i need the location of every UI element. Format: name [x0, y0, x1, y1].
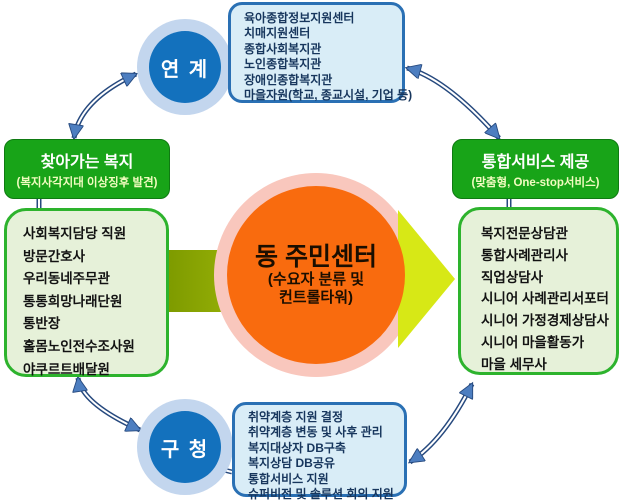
- list-item: 복지상담 DB공유: [248, 456, 335, 471]
- arrow-bottom-to-right: [410, 384, 475, 465]
- district-office-circle-label: 구 청: [160, 438, 210, 461]
- list-item: 홀몸노인전수조사원: [23, 338, 135, 354]
- community-center-title: 동 주민센터: [255, 243, 377, 271]
- list-item: 취약계층 변동 및 사후 관리: [248, 425, 383, 440]
- list-item: 통합사례관리사: [481, 247, 568, 263]
- list-item: 마을자원(학교, 종교시설, 기업 등): [244, 88, 413, 103]
- list-item: 방문간호사: [23, 248, 86, 264]
- list-item: 노인종합복지관: [244, 57, 322, 72]
- integrated-service-title: 통합서비스 제공: [481, 154, 590, 171]
- arrow-top-to-right: [407, 68, 501, 138]
- outreach-welfare-subtitle: (복지사각지대 이상징후 발견): [16, 177, 158, 189]
- linkage-circle: 연 계: [149, 31, 221, 103]
- list-item: 사회복지담당 직원: [23, 226, 127, 241]
- list-item: 종합사회복지관: [244, 41, 322, 56]
- list-item: 육아종합정보지원센터: [244, 11, 355, 25]
- community-center-circle: 동 주민센터 (수요자 분류 및 컨트롤타워): [227, 186, 405, 364]
- list-item: 장애인종합복지관: [244, 72, 333, 87]
- list-item: 취약계층 지원 결정: [248, 410, 343, 424]
- list-item: 통반장: [23, 316, 61, 332]
- list-item: 슈퍼비전 및 솔루션 회의 지원: [248, 487, 394, 502]
- list-item: 야쿠르트배달원: [23, 361, 110, 377]
- arrow-left-to-top: [74, 71, 136, 138]
- outreach-welfare-title: 찾아가는 복지: [40, 154, 134, 171]
- list-item: 복지전문상담관: [481, 226, 568, 241]
- list-item: 마을 세무사: [481, 356, 547, 372]
- list-item: 우리동네주무관: [23, 271, 110, 287]
- arrow-left-to-bottom: [78, 378, 140, 433]
- list-item: 직업상담사: [481, 269, 544, 285]
- linkage-circle-label: 연 계: [160, 58, 210, 81]
- integrated-service-subtitle: (맞춤형, One-stop서비스): [471, 177, 600, 189]
- outreach-welfare-header: 찾아가는 복지 (복지사각지대 이상징후 발견): [4, 139, 170, 199]
- list-item: 통합서비스 지원: [248, 471, 329, 486]
- community-center-subtitle-line2: 컨트롤타워): [279, 289, 353, 306]
- big-flow-arrow-head: [398, 210, 455, 348]
- list-item: 시니어 가정경제상담사: [481, 313, 609, 329]
- list-item: 시니어 마을활동가: [481, 334, 585, 350]
- list-item: 시니어 사례관리서포터: [481, 291, 609, 307]
- integrated-service-header: 통합서비스 제공 (맞춤형, One-stop서비스): [452, 139, 619, 199]
- list-item: 통통희망나래단원: [23, 293, 123, 309]
- community-center-subtitle-line1: (수요자 분류 및: [267, 271, 365, 288]
- list-item: 복지대상자 DB구축: [248, 440, 346, 455]
- district-office-circle: 구 청: [149, 411, 221, 483]
- list-item: 치매지원센터: [244, 26, 311, 41]
